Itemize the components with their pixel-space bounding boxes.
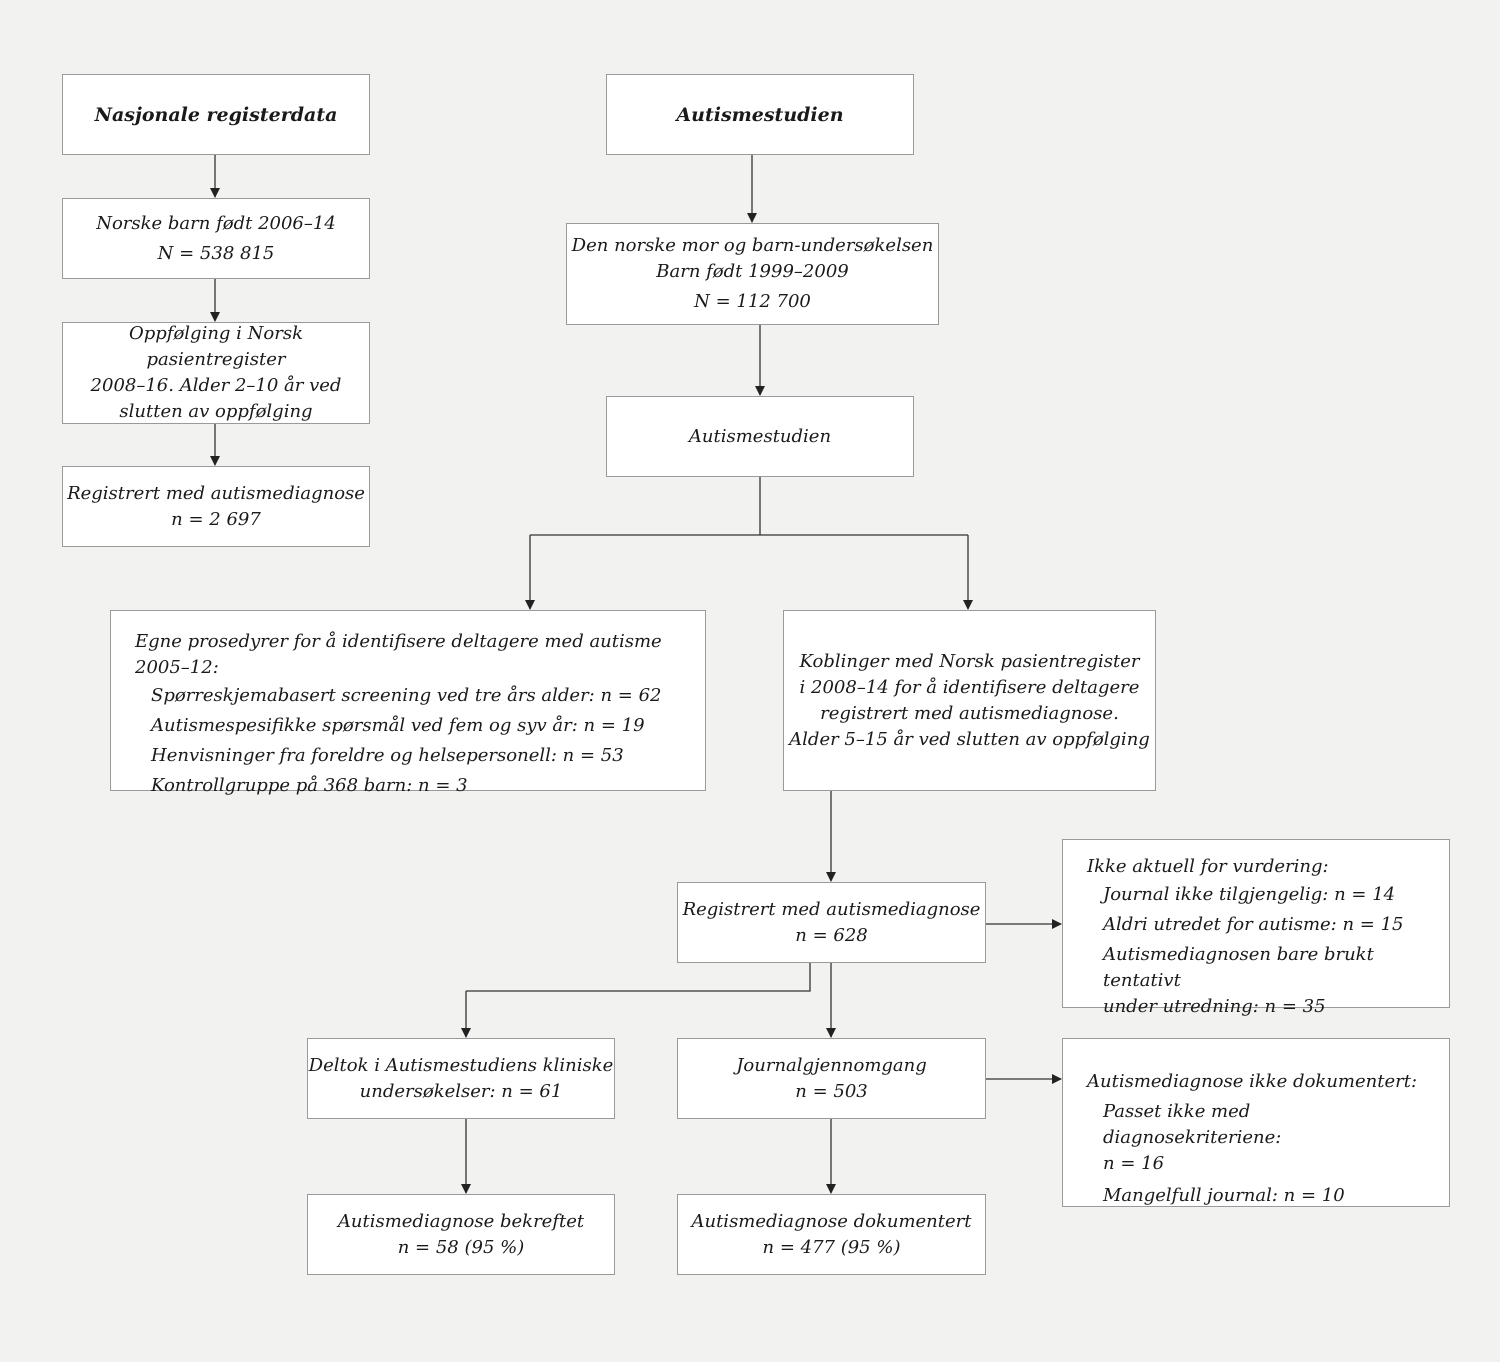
line: n = 503 bbox=[795, 1080, 868, 1102]
line: Passet ikke med diagnosekriteriene: bbox=[1103, 1101, 1282, 1148]
box-diagnosis-confirmed: Autismediagnose bekreftet n = 58 (95 %) bbox=[307, 1194, 615, 1275]
list-item: Spørreskjemabasert screening ved tre års… bbox=[151, 685, 662, 706]
list-heading: Ikke aktuell for vurdering: bbox=[1087, 856, 1329, 877]
line: undersøkelser: n = 61 bbox=[359, 1080, 563, 1102]
list-item: Henvisninger fra foreldre og helseperson… bbox=[151, 745, 624, 766]
line: Registrert med autismediagnose bbox=[67, 482, 365, 504]
line: under utredning: n = 35 bbox=[1103, 996, 1326, 1017]
box-not-relevant: Ikke aktuell for vurdering: Journal ikke… bbox=[1062, 839, 1450, 1017]
box-right-registered: Registrert med autismediagnose n = 628 bbox=[677, 882, 986, 963]
list-heading: Autismediagnose ikke dokumentert: bbox=[1087, 1071, 1418, 1092]
line: Den norske mor og barn-undersøkelsen bbox=[571, 235, 934, 256]
box-moba: Den norske mor og barn-undersøkelsen Bar… bbox=[566, 223, 939, 325]
line: n = 58 (95 %) bbox=[397, 1236, 525, 1258]
line: Norske barn født 2006–14 bbox=[96, 212, 336, 234]
list-item: Journal ikke tilgjengelig: n = 14 bbox=[1103, 884, 1396, 905]
line: n = 16 bbox=[1103, 1153, 1165, 1174]
line: 2008–16. Alder 2–10 år ved bbox=[90, 375, 342, 396]
box-title: Nasjonale registerdata bbox=[94, 103, 338, 126]
line: slutten av oppfølging bbox=[119, 401, 313, 422]
branch-to-clinical bbox=[466, 963, 811, 992]
line: Alder 5–15 år ved slutten av oppfølging bbox=[789, 728, 1150, 750]
list-item: Autismediagnosen bare brukt tentativt un… bbox=[1103, 942, 1425, 1020]
list-item: Kontrollgruppe på 368 barn: n = 3 bbox=[151, 775, 468, 796]
line: Koblinger med Norsk pasientregister bbox=[799, 650, 1140, 672]
line: Autismediagnosen bare brukt tentativt bbox=[1103, 944, 1374, 991]
line: Autismediagnose bekreftet bbox=[337, 1210, 585, 1232]
line: Autismestudien bbox=[688, 425, 832, 447]
box-title: Autismestudien bbox=[676, 103, 844, 126]
box-autism-study-title: Autismestudien bbox=[606, 74, 914, 155]
box-record-review: Journalgjennomgang n = 503 bbox=[677, 1038, 986, 1119]
line: Registrert med autismediagnose bbox=[682, 898, 981, 920]
line: Oppfølging i Norsk pasientregister bbox=[129, 323, 303, 370]
list-item: Passet ikke med diagnosekriteriene: n = … bbox=[1103, 1099, 1425, 1177]
box-not-documented: Autismediagnose ikke dokumentert: Passet… bbox=[1062, 1038, 1450, 1207]
box-diagnosis-documented: Autismediagnose dokumentert n = 477 (95 … bbox=[677, 1194, 986, 1275]
line: Barn født 1999–2009 bbox=[656, 261, 849, 282]
line: Journalgjennomgang bbox=[736, 1054, 927, 1076]
box-registry-linkage: Koblinger med Norsk pasientregister i 20… bbox=[783, 610, 1156, 791]
box-followup: Oppfølging i Norsk pasientregister 2008–… bbox=[62, 322, 370, 424]
line: N = 112 700 bbox=[694, 291, 811, 312]
list-item: Aldri utredet for autisme: n = 15 bbox=[1103, 914, 1404, 935]
list-item: Mangelfull journal: n = 10 bbox=[1103, 1185, 1345, 1206]
box-autism-study: Autismestudien bbox=[606, 396, 914, 477]
line: n = 628 bbox=[795, 924, 868, 946]
line: N = 538 815 bbox=[157, 242, 275, 264]
list-heading: Egne prosedyrer for å identifisere delta… bbox=[135, 631, 662, 678]
line: n = 477 (95 %) bbox=[762, 1236, 901, 1258]
line: Autismediagnose dokumentert bbox=[691, 1210, 972, 1232]
line: Deltok i Autismestudiens kliniske bbox=[308, 1054, 614, 1076]
line: registrert med autismediagnose. bbox=[820, 702, 1119, 724]
line: n = 2 697 bbox=[171, 508, 261, 530]
box-norwegian-children: Norske barn født 2006–14 N = 538 815 bbox=[62, 198, 370, 279]
box-own-procedures: Egne prosedyrer for å identifisere delta… bbox=[110, 610, 706, 796]
box-left-registered: Registrert med autismediagnose n = 2 697 bbox=[62, 466, 370, 547]
box-clinical-exam: Deltok i Autismestudiens kliniske unders… bbox=[307, 1038, 615, 1119]
list-item: Autismespesifikke spørsmål ved fem og sy… bbox=[151, 715, 645, 736]
box-national-registry: Nasjonale registerdata bbox=[62, 74, 370, 155]
line: i 2008–14 for å identifisere deltagere bbox=[799, 676, 1140, 698]
